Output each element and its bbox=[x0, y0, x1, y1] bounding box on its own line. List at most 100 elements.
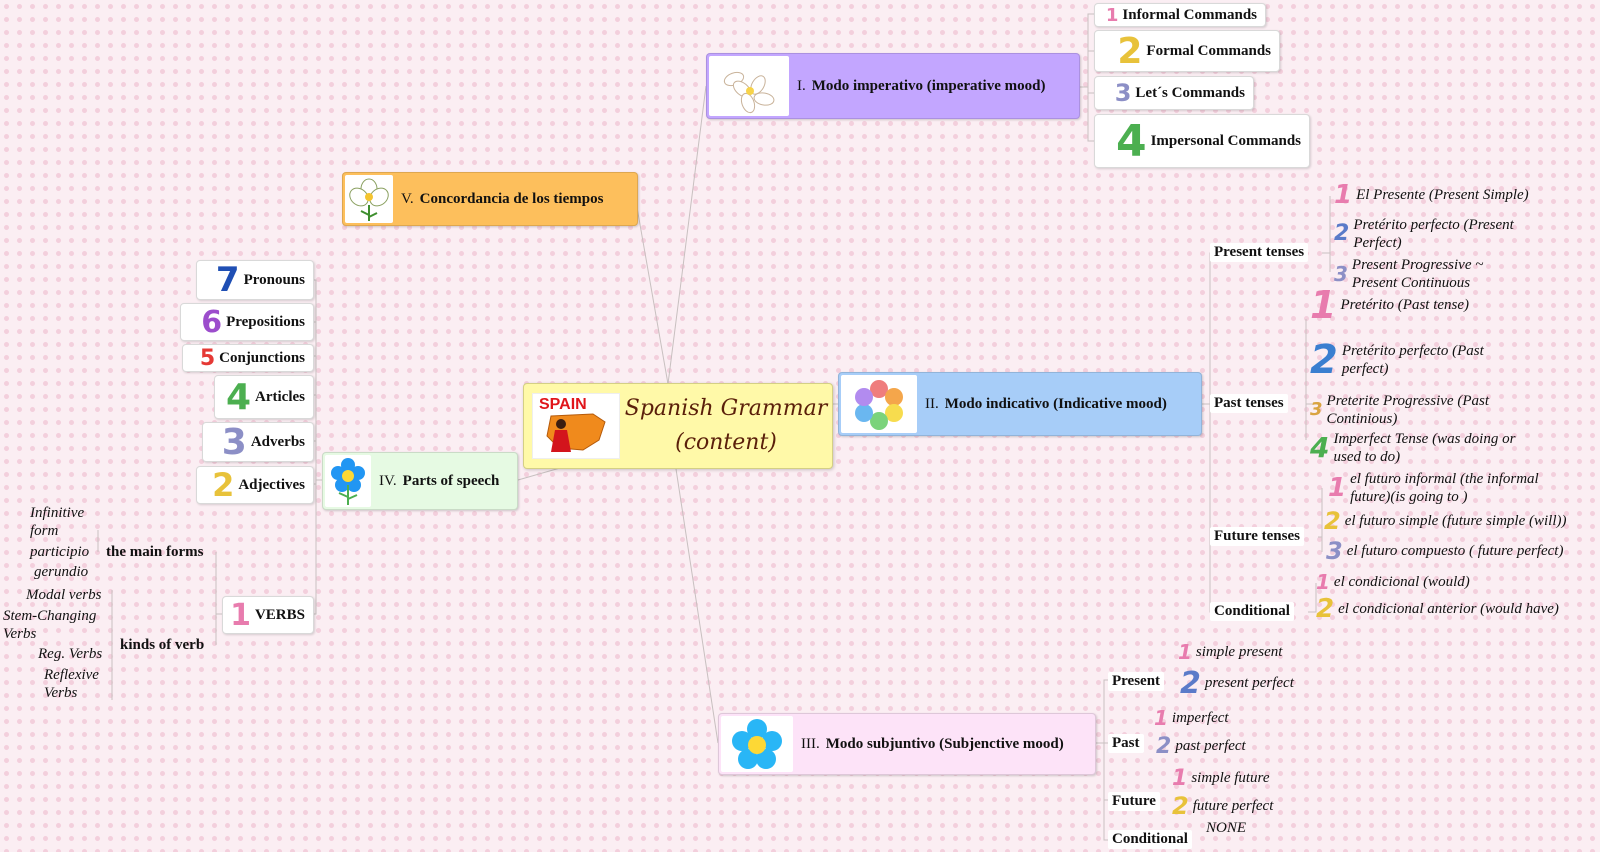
pos-item-adjectives[interactable]: 2 Adjectives bbox=[196, 466, 314, 504]
leaf-none[interactable]: NONE bbox=[1206, 820, 1247, 836]
branch-number: II. bbox=[925, 395, 939, 412]
imperative-item-impersonal[interactable]: 4 Impersonal Commands bbox=[1094, 114, 1310, 168]
branch-imperativo[interactable]: I. Modo imperativo (imperative mood) bbox=[706, 53, 1080, 119]
number-one-icon: 1 bbox=[1334, 180, 1353, 210]
leaf-futuro-simple[interactable]: 2 el futuro simple (future simple (will)… bbox=[1324, 507, 1567, 535]
leaf-modal-verbs[interactable]: Modal verbs bbox=[26, 587, 102, 603]
pos-item-pronouns[interactable]: 7 Pronouns bbox=[196, 260, 314, 300]
pos-item-verbs[interactable]: 1 VERBS bbox=[222, 596, 314, 634]
group-conditional[interactable]: Conditional bbox=[1210, 602, 1294, 621]
branch-subjuntivo[interactable]: III. Modo subjuntivo (Subjenctive mood) bbox=[718, 713, 1096, 775]
imperative-item-formal[interactable]: 2 Formal Commands bbox=[1094, 30, 1280, 72]
subj-group-future[interactable]: Future bbox=[1108, 792, 1160, 811]
blue-flower-icon bbox=[721, 716, 793, 772]
number-one-icon: 1 bbox=[1178, 640, 1192, 664]
leaf-past-perfect[interactable]: 2 past perfect bbox=[1156, 734, 1246, 759]
spain-flamenco-illustration bbox=[546, 413, 606, 452]
leaf-simple-present[interactable]: 1 simple present bbox=[1178, 640, 1283, 664]
plumeria-flowers-icon bbox=[709, 56, 789, 116]
leaf-imperfect[interactable]: 1 imperfect bbox=[1154, 706, 1229, 730]
subj-group-conditional[interactable]: Conditional bbox=[1108, 830, 1192, 849]
number-two-icon: 2 bbox=[1117, 30, 1143, 72]
number-two-icon: 2 bbox=[1334, 221, 1350, 246]
leaf-gerundio[interactable]: gerundio bbox=[34, 564, 89, 580]
leaf-preterito-perfecto-present[interactable]: 2 Pretérito perfecto (Present Perfect) bbox=[1334, 217, 1514, 251]
branch-number: V. bbox=[401, 190, 414, 207]
branch-number: III. bbox=[801, 735, 820, 752]
leaf-infinitive-form[interactable]: Infinitive form bbox=[30, 505, 85, 539]
number-one-icon: 1 bbox=[1310, 283, 1337, 327]
leaf-condicional[interactable]: 1 el condicional (would) bbox=[1316, 570, 1470, 594]
number-seven-icon: 7 bbox=[215, 260, 240, 300]
branch-concordancia[interactable]: V. Concordancia de los tiempos bbox=[342, 172, 638, 226]
leaf-preterito-perfecto-past[interactable]: 2 Pretérito perfecto (Past perfect) bbox=[1310, 337, 1484, 383]
central-topic[interactable]: SPAIN Spanish Grammar (content) bbox=[523, 383, 833, 469]
central-subtitle: (content) bbox=[675, 430, 777, 455]
leaf-participio[interactable]: participio bbox=[30, 544, 90, 560]
number-six-icon: 6 bbox=[201, 304, 223, 340]
verbs-kinds[interactable]: kinds of verb bbox=[120, 637, 205, 653]
leaf-stem-changing-verbs[interactable]: Stem-Changing Verbs bbox=[3, 608, 97, 642]
number-four-icon: 4 bbox=[1310, 431, 1330, 464]
number-four-icon: 4 bbox=[1115, 115, 1147, 167]
leaf-present-perfect[interactable]: 2 present perfect bbox=[1180, 666, 1294, 701]
branch-title: Modo indicativo (Indicative mood) bbox=[944, 395, 1167, 412]
leaf-present-progressive[interactable]: 3 Present Progressive ~ Present Continuo… bbox=[1334, 257, 1484, 291]
number-one-icon: 1 bbox=[1172, 766, 1188, 791]
spain-map-label: SPAIN bbox=[539, 396, 587, 413]
number-two-icon: 2 bbox=[1310, 337, 1338, 383]
branch-title: Concordancia de los tiempos bbox=[419, 190, 604, 207]
number-two-icon: 2 bbox=[1156, 734, 1172, 759]
branch-number: I. bbox=[797, 77, 806, 94]
number-two-icon: 2 bbox=[212, 466, 235, 504]
leaf-preterite-progressive[interactable]: 3 Preterite Progressive (Past Continious… bbox=[1310, 393, 1489, 427]
leaf-condicional-anterior[interactable]: 2 el condicional anterior (would have) bbox=[1316, 594, 1559, 624]
number-one-icon: 1 bbox=[1328, 473, 1347, 503]
group-past-tenses[interactable]: Past tenses bbox=[1210, 394, 1288, 413]
number-one-icon: 1 bbox=[1316, 570, 1330, 594]
imperative-item-informal[interactable]: 1 Informal Commands bbox=[1094, 3, 1266, 27]
number-two-icon: 2 bbox=[1172, 792, 1189, 820]
number-three-icon: 3 bbox=[221, 421, 247, 463]
pos-item-articles[interactable]: 4 Articles bbox=[214, 375, 314, 419]
leaf-imperfect-tense[interactable]: 4 Imperfect Tense (was doing or used to … bbox=[1310, 431, 1516, 465]
subj-group-past[interactable]: Past bbox=[1108, 734, 1144, 753]
leaf-futuro-informal[interactable]: 1 el futuro informal (the informal futur… bbox=[1328, 471, 1539, 505]
blue-daisy-icon bbox=[325, 455, 371, 507]
number-one-icon: 1 bbox=[1105, 4, 1119, 26]
leaf-presente[interactable]: 1 El Presente (Present Simple) bbox=[1334, 180, 1529, 210]
spain-map-image: SPAIN bbox=[532, 393, 620, 459]
branch-indicativo[interactable]: II. Modo indicativo (Indicative mood) bbox=[838, 372, 1202, 436]
branch-title: Modo imperativo (imperative mood) bbox=[811, 77, 1046, 94]
leaf-simple-future[interactable]: 1 simple future bbox=[1172, 766, 1270, 791]
group-present-tenses[interactable]: Present tenses bbox=[1210, 243, 1309, 262]
verbs-main-forms[interactable]: the main forms bbox=[106, 544, 204, 560]
number-two-icon: 2 bbox=[1324, 507, 1341, 535]
leaf-futuro-compuesto[interactable]: 3 el futuro compuesto ( future perfect) bbox=[1326, 537, 1564, 565]
pos-item-conjunctions[interactable]: 5 Conjunctions bbox=[182, 344, 314, 372]
group-future-tenses[interactable]: Future tenses bbox=[1210, 527, 1304, 546]
branch-title: Parts of speech bbox=[402, 472, 500, 489]
number-one-icon: 1 bbox=[230, 597, 251, 633]
leaf-reg-verbs[interactable]: Reg. Verbs bbox=[38, 646, 103, 662]
number-three-icon: 3 bbox=[1326, 537, 1343, 565]
leaf-preterito[interactable]: 1 Pretérito (Past tense) bbox=[1310, 283, 1470, 327]
white-flower-icon bbox=[345, 175, 393, 223]
number-three-icon: 3 bbox=[1114, 79, 1132, 107]
central-title: Spanish Grammar bbox=[624, 396, 828, 421]
number-three-icon: 3 bbox=[1310, 399, 1323, 420]
leaf-future-perfect[interactable]: 2 future perfect bbox=[1172, 792, 1274, 820]
pos-item-adverbs[interactable]: 3 Adverbs bbox=[202, 421, 314, 463]
subj-group-present[interactable]: Present bbox=[1108, 672, 1165, 691]
number-three-icon: 3 bbox=[1334, 262, 1348, 286]
leaf-reflexive-verbs[interactable]: Reflexive Verbs bbox=[44, 667, 99, 701]
branch-number: IV. bbox=[379, 472, 397, 489]
imperative-item-lets[interactable]: 3 Let´s Commands bbox=[1094, 76, 1254, 110]
branch-title: Modo subjuntivo (Subjenctive mood) bbox=[825, 735, 1064, 752]
branch-parts-of-speech[interactable]: IV. Parts of speech bbox=[322, 452, 518, 510]
number-five-icon: 5 bbox=[199, 345, 216, 371]
number-two-icon: 2 bbox=[1180, 666, 1201, 701]
pos-item-prepositions[interactable]: 6 Prepositions bbox=[180, 303, 314, 341]
number-four-icon: 4 bbox=[225, 376, 252, 418]
